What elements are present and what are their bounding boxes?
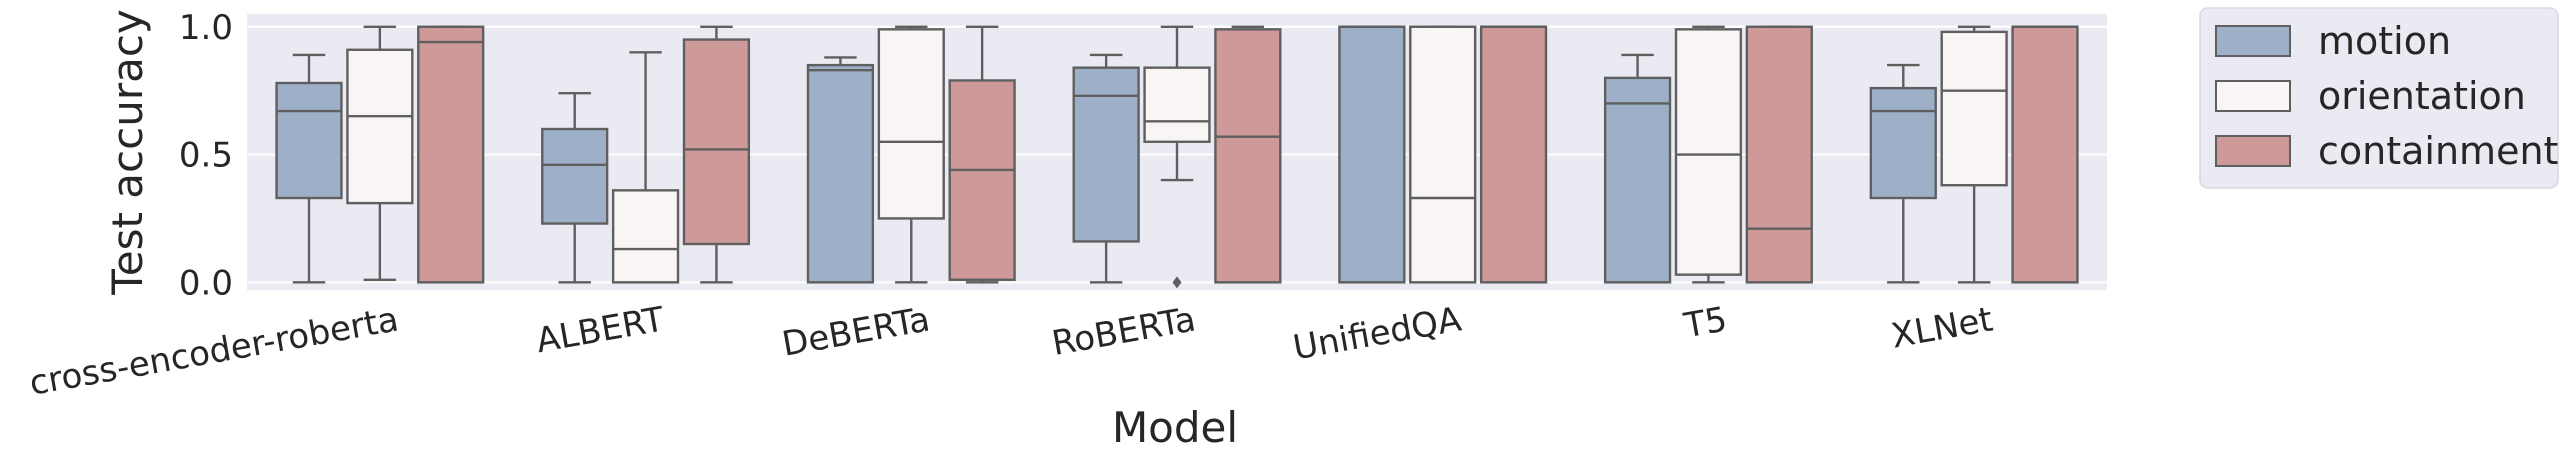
box (1409, 25, 1477, 284)
box-group (806, 25, 1016, 284)
y-axis-label: Test accuracy (103, 9, 152, 296)
y-tick-label: 0.0 (179, 263, 233, 303)
legend-label: orientation (2318, 74, 2526, 118)
box (806, 63, 875, 284)
y-axis-ticks: 0.0 0.5 1.0 (179, 8, 233, 304)
legend-swatch (2215, 80, 2291, 112)
box (877, 28, 945, 220)
box (1869, 86, 1937, 200)
legend-swatch (2215, 25, 2291, 57)
legend: motion orientation containment (2199, 7, 2559, 189)
y-tick-label: 0.5 (179, 136, 233, 176)
box-group (541, 25, 751, 284)
box (1072, 66, 1140, 243)
box-group (275, 25, 485, 284)
x-axis-ticks: cross-encoder-roberta ALBERT DeBERTa RoBERT… (27, 299, 1996, 403)
box-group (1338, 25, 1548, 284)
box (948, 79, 1016, 281)
box (1143, 66, 1211, 143)
box (1214, 28, 1282, 284)
box-groups (275, 25, 2079, 289)
x-tick-label: DeBERTa (779, 299, 933, 364)
box-group (1603, 25, 1813, 284)
box-group (1869, 25, 2079, 284)
box (1603, 76, 1672, 284)
box-group (1072, 25, 1282, 289)
legend-item: orientation (2215, 74, 2526, 118)
box (541, 127, 609, 225)
legend-label: containment (2318, 129, 2558, 173)
box (1338, 25, 1406, 284)
box (2011, 25, 2079, 284)
y-tick-label: 1.0 (179, 8, 233, 48)
x-axis-label: Model (1112, 403, 1238, 452)
box (682, 38, 751, 246)
legend-item: containment (2215, 129, 2558, 173)
box (1745, 25, 1813, 284)
box (417, 25, 485, 284)
legend-item: motion (2215, 19, 2451, 63)
outlier-point (1172, 276, 1182, 289)
box (1479, 25, 1548, 284)
x-tick-label: XLNet (1888, 299, 1995, 356)
box (611, 189, 680, 284)
box (1674, 28, 1743, 276)
x-tick-label: RoBERTa (1049, 299, 1199, 364)
x-tick-label: T5 (1680, 299, 1730, 346)
x-tick-label: UnifiedQA (1290, 299, 1464, 368)
box (275, 81, 343, 200)
legend-swatch (2215, 135, 2291, 167)
x-tick-label: cross-encoder-roberta (27, 299, 402, 403)
box (346, 48, 414, 205)
x-tick-label: ALBERT (533, 299, 667, 361)
box (1940, 30, 2008, 187)
legend-label: motion (2318, 19, 2451, 63)
